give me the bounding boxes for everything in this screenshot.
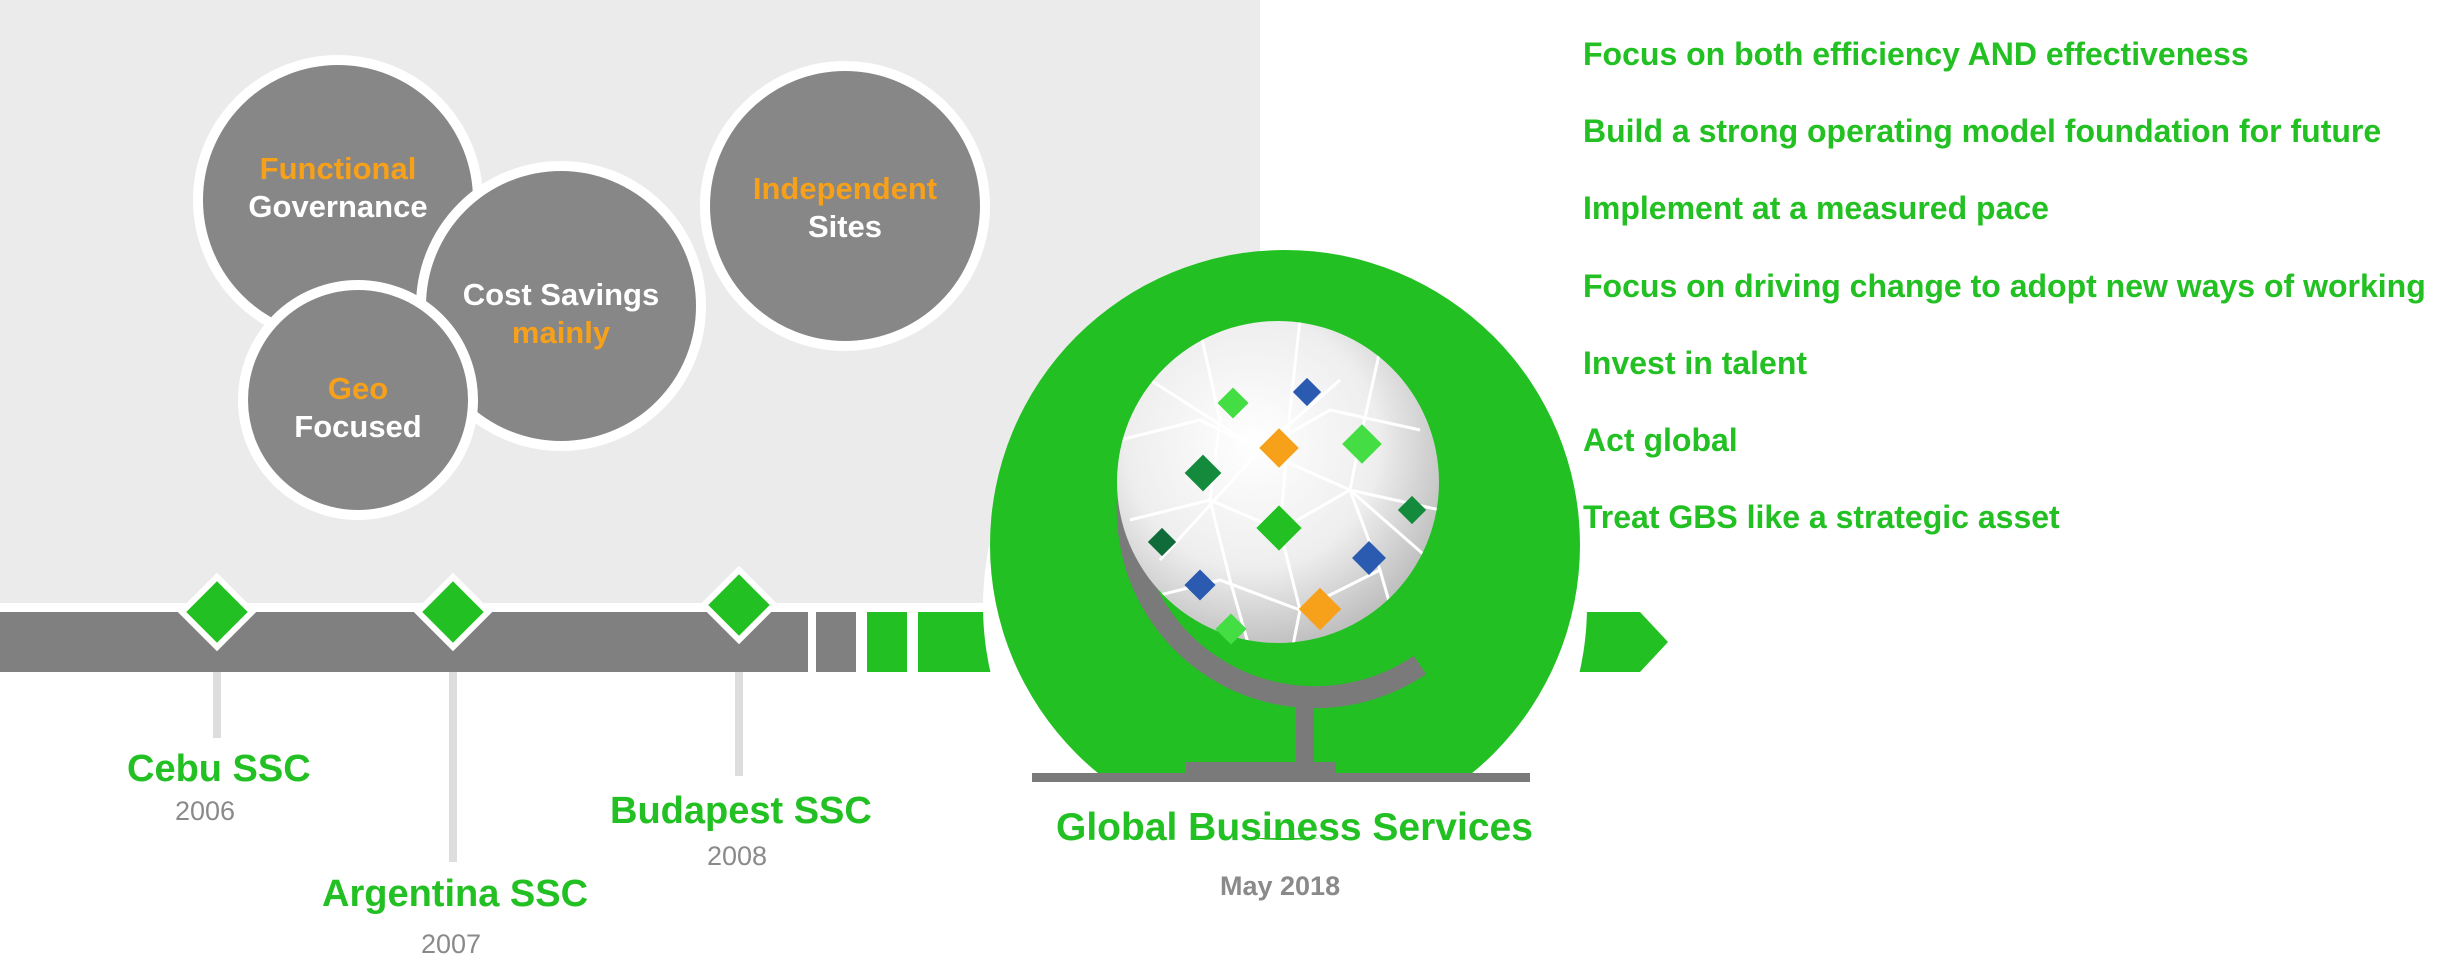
bubble-label-cost-savings: Cost Savings mainly xyxy=(441,276,681,352)
globe-icon xyxy=(980,250,1620,840)
point-item: Focus on both efficiency AND effectivene… xyxy=(1583,36,2249,72)
timeline-segment xyxy=(816,612,856,672)
gbs-title: Global Business Services xyxy=(1056,806,1533,849)
timeline-arrow xyxy=(1570,612,1668,672)
milestone-name-argentina: Argentina SSC xyxy=(322,873,589,915)
gbs-date: May 2018 xyxy=(1220,871,1341,901)
bubble-main: Focused xyxy=(294,409,422,444)
bubble-label-functional-governance: Functional Governance xyxy=(218,150,458,226)
milestone-budapest xyxy=(699,565,779,645)
connector-budapest xyxy=(735,672,743,776)
point-item: Treat GBS like a strategic asset xyxy=(1583,499,2060,535)
timeline-segment xyxy=(867,612,907,672)
milestone-year-budapest: 2008 xyxy=(707,841,768,871)
bubble-accent: Functional xyxy=(259,151,417,186)
bubble-group xyxy=(193,55,990,520)
bubble-main: Governance xyxy=(248,189,428,224)
bubble-accent: mainly xyxy=(511,315,611,350)
point-item: Build a strong operating model foundatio… xyxy=(1583,113,2382,149)
bubble-main: Sites xyxy=(807,209,883,244)
milestone-year-argentina: 2007 xyxy=(421,929,482,959)
point-item: Act global xyxy=(1583,422,1738,458)
milestone-argentina xyxy=(413,572,493,652)
connector-cebu xyxy=(213,672,221,738)
milestone-year-cebu: 2006 xyxy=(175,796,236,826)
bubble-main: Cost Savings xyxy=(462,277,660,312)
milestone-name-cebu: Cebu SSC xyxy=(127,748,311,790)
bubble-accent: Geo xyxy=(327,371,389,406)
point-item: Invest in talent xyxy=(1583,345,1808,381)
bubble-accent: Independent xyxy=(752,171,938,206)
connector-argentina xyxy=(449,672,457,862)
milestone-name-budapest: Budapest SSC xyxy=(610,790,872,832)
bubble-label-independent-sites: Independent Sites xyxy=(725,170,965,246)
milestone-markers xyxy=(177,565,779,652)
bubble-independent-sites xyxy=(700,61,990,351)
timeline-bar xyxy=(0,612,808,672)
bubble-geo-focused xyxy=(238,280,478,520)
point-item: Implement at a measured pace xyxy=(1583,190,2049,226)
milestone-cebu xyxy=(177,572,257,652)
point-item: Focus on driving change to adopt new way… xyxy=(1583,268,2426,304)
bubble-label-geo-focused: Geo Focused xyxy=(258,370,458,446)
